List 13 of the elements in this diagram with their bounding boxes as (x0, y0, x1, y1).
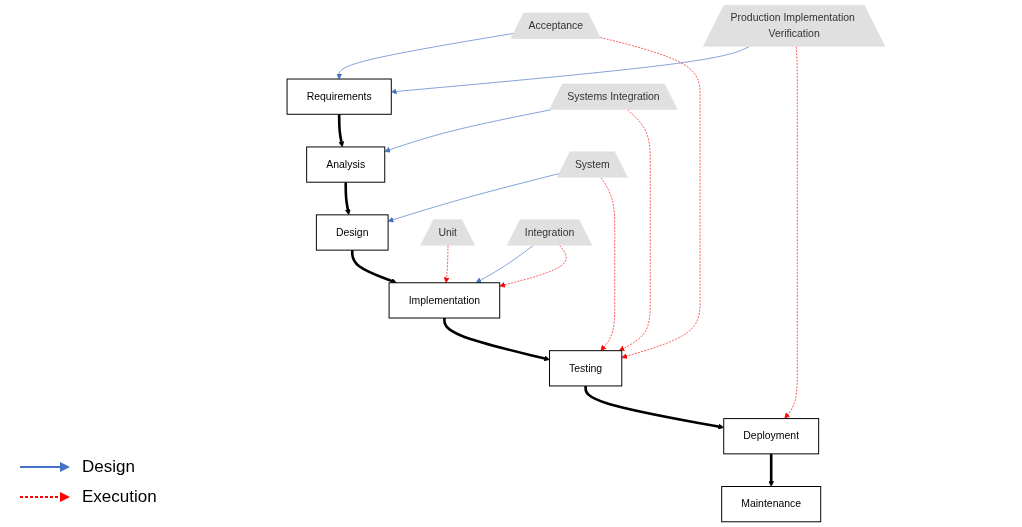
node-box: Deployment (723, 418, 820, 455)
arrow (344, 182, 351, 216)
node-box: Analysis (306, 146, 386, 183)
node-box: Implementation (388, 282, 501, 319)
node-box: Testing (549, 350, 623, 387)
legend-text: Execution (82, 487, 157, 507)
node-box: Requirements (286, 78, 392, 115)
node-box: Design (315, 214, 389, 251)
node-box: Maintenance (721, 486, 822, 523)
arrow (350, 250, 397, 284)
arrow (337, 114, 345, 148)
legend-text: Design (82, 457, 135, 477)
arrow (768, 453, 775, 487)
